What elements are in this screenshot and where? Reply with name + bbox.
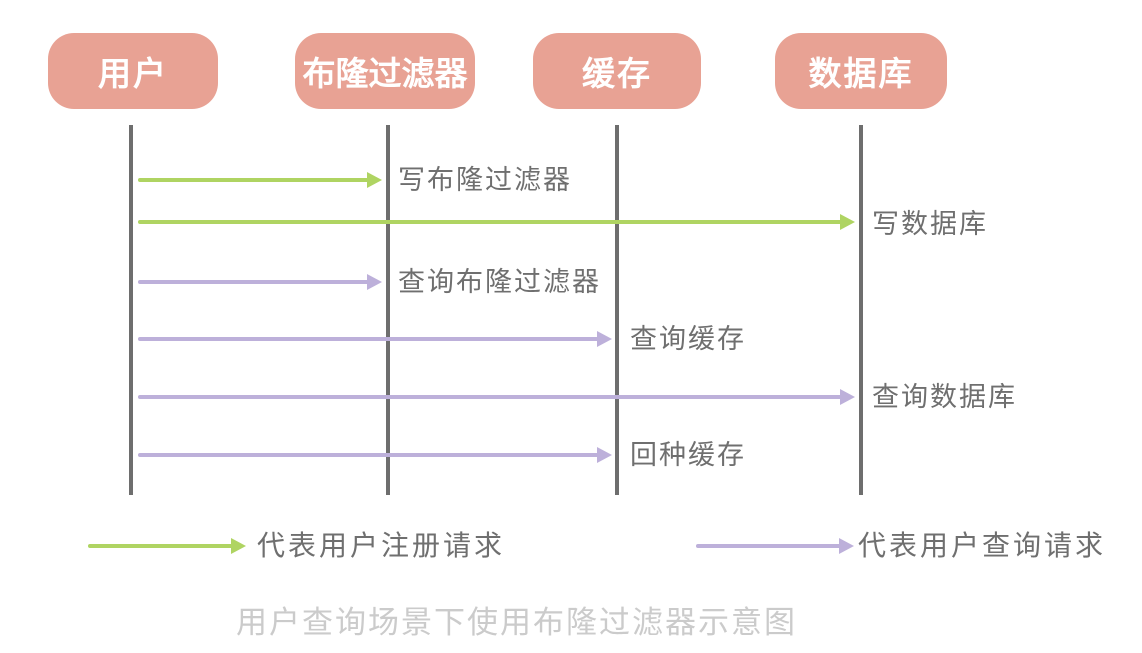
lifeline-user [129, 125, 133, 495]
arrow-line [696, 544, 844, 548]
arrowhead-icon [367, 172, 382, 188]
arrow-write-database [138, 214, 855, 230]
arrow-line [138, 395, 845, 399]
message-label-query-database: 查询数据库 [872, 382, 1017, 412]
arrowhead-icon [231, 538, 246, 554]
arrow-line [138, 280, 372, 284]
arrow-line [138, 178, 372, 182]
arrow-line [138, 453, 602, 457]
arrowhead-icon [839, 538, 854, 554]
arrow-reseed-cache [138, 447, 612, 463]
lifeline-cache [615, 125, 619, 495]
actor-box-user: 用户 [48, 33, 218, 109]
arrowhead-icon [597, 447, 612, 463]
actor-box-database: 数据库 [775, 33, 947, 109]
legend-label-register: 代表用户注册请求 [257, 530, 506, 561]
arrow-query-database [138, 389, 855, 405]
message-label-query-bloom-filter: 查询布隆过滤器 [398, 267, 601, 297]
arrow-line [88, 544, 236, 548]
actor-box-bloom-filter: 布隆过滤器 [295, 33, 475, 109]
actor-box-cache: 缓存 [533, 33, 701, 109]
arrowhead-icon [367, 274, 382, 290]
arrowhead-icon [840, 214, 855, 230]
legend-label-query: 代表用户查询请求 [858, 530, 1107, 561]
arrow-line [138, 220, 845, 224]
legend-arrow-register [88, 538, 246, 554]
message-label-query-cache: 查询缓存 [630, 324, 746, 354]
arrow-line [138, 337, 602, 341]
message-label-reseed-cache: 回种缓存 [630, 440, 746, 470]
message-label-write-bloom-filter: 写布隆过滤器 [398, 165, 572, 195]
message-label-write-database: 写数据库 [872, 209, 988, 239]
lifeline-database [859, 125, 863, 495]
arrow-query-cache [138, 331, 612, 347]
arrowhead-icon [597, 331, 612, 347]
arrowhead-icon [840, 389, 855, 405]
arrow-query-bloom-filter [138, 274, 382, 290]
lifeline-bloom-filter [386, 125, 390, 495]
legend-arrow-query [696, 538, 854, 554]
diagram-caption: 用户查询场景下使用布隆过滤器示意图 [236, 605, 797, 640]
arrow-write-bloom-filter [138, 172, 382, 188]
